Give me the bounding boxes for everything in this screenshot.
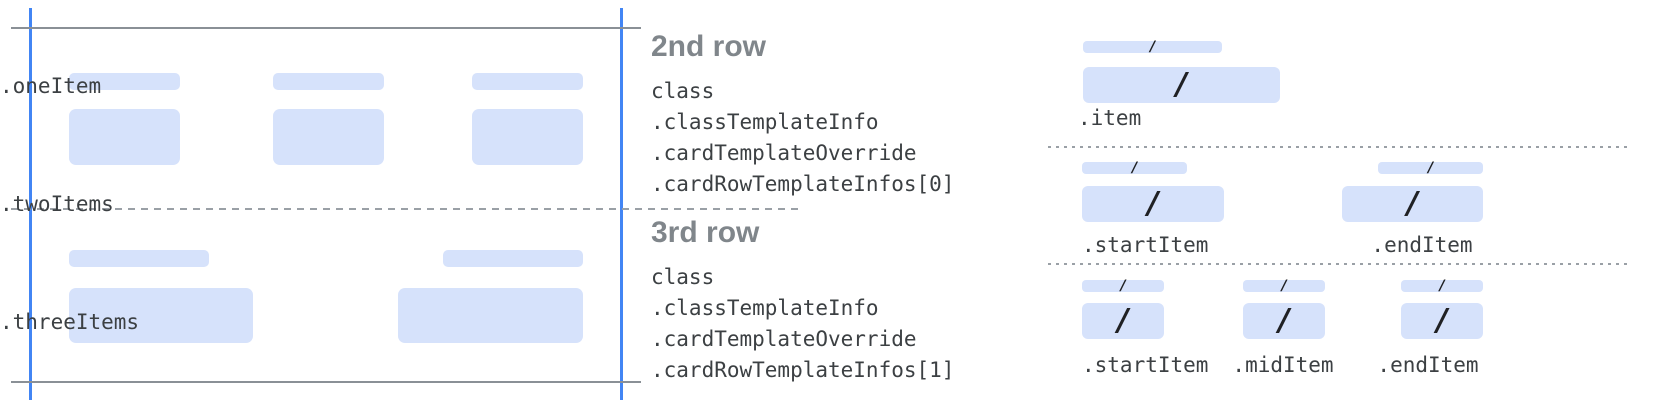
item-label: .endItem [1371, 233, 1473, 257]
item-value-bar: / [1083, 67, 1280, 103]
slash-icon: / [1120, 278, 1126, 294]
annotation-heading: 3rd row [651, 216, 760, 249]
item-label: .midItem [1232, 353, 1334, 377]
row-label: .twoItems [0, 192, 114, 216]
slash-icon: / [1436, 303, 1448, 338]
row-label: .threeItems [0, 310, 140, 334]
slash-icon: / [1407, 186, 1418, 221]
item-value-bar: / [1342, 186, 1483, 222]
code-line: .cardRowTemplateInfos[1] [651, 358, 955, 382]
placeholder-content-box [273, 109, 384, 165]
code-line: .cardTemplateOverride [651, 327, 917, 351]
item-title-bar: / [1378, 160, 1483, 176]
code-line: .cardTemplateOverride [651, 141, 917, 165]
placeholder-label-bar [443, 250, 583, 267]
section-divider-dotted-line [1048, 146, 1628, 148]
annotation-heading: 2nd row [651, 30, 767, 63]
placeholder-label-bar [273, 73, 384, 90]
placeholder-content-box [69, 109, 180, 165]
placeholder-content-box [472, 109, 583, 165]
slash-icon: / [1278, 303, 1290, 338]
item-value-bar: / [1082, 303, 1164, 339]
item-label: .startItem [1082, 233, 1209, 257]
item-label: .item [1078, 106, 1142, 130]
card-bottom-frame-line [11, 381, 641, 383]
item-title-bar: / [1243, 278, 1325, 294]
slash-icon: / [1281, 278, 1287, 294]
row-label: .oneItem [0, 74, 102, 98]
code-line: .cardRowTemplateInfos[0] [651, 172, 955, 196]
code-line: .classTemplateInfo [651, 110, 879, 134]
code-line: .classTemplateInfo [651, 296, 879, 320]
code-line: class [651, 79, 715, 103]
item-title-bar: / [1401, 278, 1483, 294]
slash-icon: / [1147, 186, 1159, 221]
item-label: .endItem [1377, 353, 1479, 377]
code-line: class [651, 265, 715, 289]
slash-icon: / [1439, 278, 1445, 294]
item-title-bar: / [1082, 278, 1164, 294]
placeholder-label-bar [69, 73, 180, 90]
placeholder-content-box [398, 288, 583, 343]
placeholder-label-bar [69, 250, 209, 267]
card-right-guide-line [620, 8, 623, 400]
row-divider-dashed-line [11, 208, 801, 210]
slash-icon: / [1117, 303, 1129, 338]
annotation-3rd-row: 3rd row class .classTemplateInfo .cardTe… [651, 216, 954, 386]
placeholder-content-box [69, 288, 253, 343]
item-value-bar: / [1401, 303, 1483, 339]
item-value-bar: / [1082, 186, 1224, 222]
item-label: .startItem [1082, 353, 1209, 377]
card-left-guide-line [29, 8, 32, 400]
card-top-frame-line [11, 27, 641, 29]
slash-icon: / [1176, 67, 1187, 102]
slash-icon: / [1131, 160, 1138, 176]
item-value-bar: / [1243, 303, 1325, 339]
section-divider-dotted-line [1048, 263, 1628, 265]
slash-icon: / [1149, 39, 1156, 55]
annotation-2nd-row: 2nd row class .classTemplateInfo .cardTe… [651, 30, 954, 200]
placeholder-label-bar [472, 73, 583, 90]
item-title-bar: / [1083, 39, 1222, 55]
item-title-bar: / [1082, 160, 1187, 176]
slash-icon: / [1427, 160, 1434, 176]
